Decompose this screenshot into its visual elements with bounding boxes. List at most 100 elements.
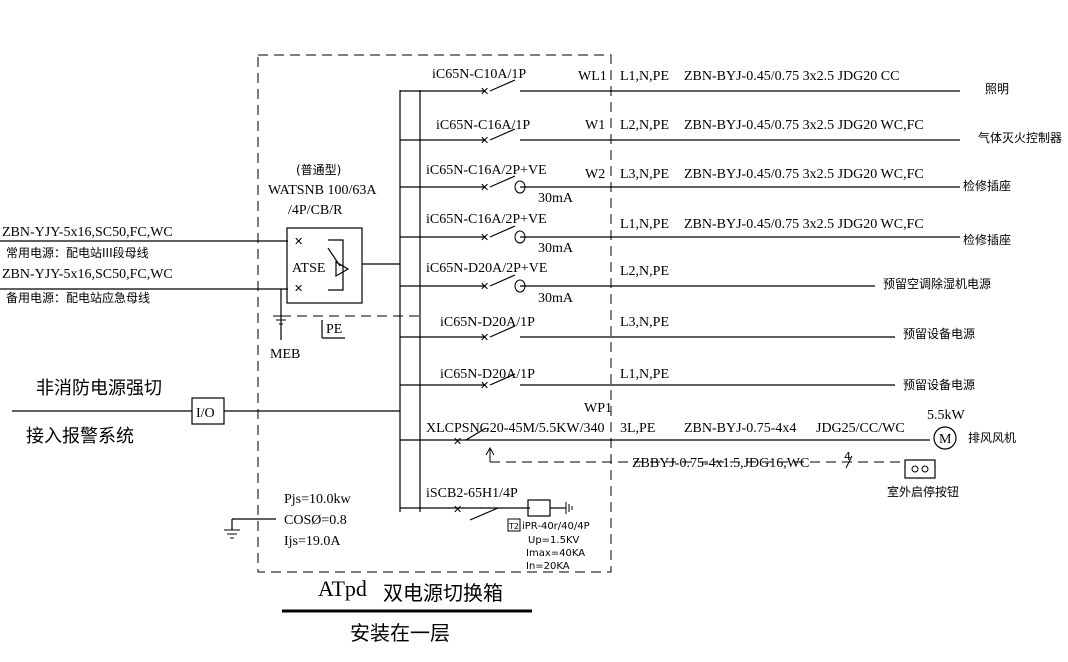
atse-type: (普通型) xyxy=(296,163,341,177)
fire-cutoff: 非消防电源强切 I/O 接入报警系统 xyxy=(12,378,400,447)
motor-id: WP1 xyxy=(584,401,612,416)
circuit-cable: ZBN-BYJ-0.45/0.75 3x2.5 JDG20 CC xyxy=(684,69,899,84)
install-location: 安装在一层 xyxy=(350,621,450,645)
panel-name: 双电源切换箱 xyxy=(383,581,503,605)
control-cable: ZBBYJ-0.75-4x1.5,JDG16,WC xyxy=(632,456,809,471)
atse-contact-bottom: ✕ xyxy=(294,282,303,295)
svg-text:✕: ✕ xyxy=(480,331,489,344)
circuit-load: 气体灭火控制器 xyxy=(978,130,1062,145)
ijs-value: Ijs=19.0A xyxy=(284,534,341,549)
svg-text:✕: ✕ xyxy=(480,85,489,98)
svg-text:✕: ✕ xyxy=(453,435,462,448)
motor-symbol-label: M xyxy=(939,432,952,447)
circuit-4: iC65N-C16A/2P+VE ✕ 30mA L1,N,PE ZBN-BYJ-… xyxy=(400,212,1011,256)
circuit-1: iC65N-C10A/1P ✕ WL1 L1,N,PE ZBN-BYJ-0.45… xyxy=(400,67,1009,98)
input-cable-backup: ZBN-YJY-5x16,SC50,FC,WC xyxy=(2,267,173,282)
input-desc-backup: 备用电源：配电站应急母线 xyxy=(6,290,150,305)
circuit-phase: L1,N,PE xyxy=(620,217,669,232)
atse-contact-top: ✕ xyxy=(294,235,303,248)
atse-label: ATSE xyxy=(292,261,325,276)
rcd-rating: 30mA xyxy=(538,241,574,256)
meb-label: MEB xyxy=(270,347,300,362)
spd-model: iPR-40r/40/4P xyxy=(522,521,590,532)
spd-in: In=20KA xyxy=(526,561,570,572)
pe-label: PE xyxy=(326,322,342,337)
circuit-phase: L1,N,PE xyxy=(620,367,669,382)
pjs-value: Pjs=10.0kw xyxy=(284,492,352,507)
circuit-7: iC65N-D20A/1P ✕ L1,N,PE 预留设备电源 xyxy=(400,367,975,392)
breaker-label: iC65N-C16A/1P xyxy=(436,118,530,133)
svg-text:✕: ✕ xyxy=(480,134,489,147)
circuit-id: W1 xyxy=(585,118,605,133)
control-mark: 4 xyxy=(844,450,851,463)
start-stop-button xyxy=(904,459,936,479)
grounding: MEB PE xyxy=(270,289,420,362)
breaker-label: iC65N-C16A/2P+VE xyxy=(426,212,547,227)
spd-imax: Imax=40KA xyxy=(526,548,585,559)
rcd-symbol xyxy=(514,180,526,194)
rcd-rating: 30mA xyxy=(538,191,574,206)
circuit-phase: L2,N,PE xyxy=(620,264,669,279)
atse-switch-symbol xyxy=(327,239,350,291)
motor-load: 排风风机 xyxy=(968,431,1016,445)
circuit-phase: L1,N,PE xyxy=(620,69,669,84)
circuit-phase: L2,N,PE xyxy=(620,118,669,133)
circuit-load: 检修插座 xyxy=(963,178,1011,193)
fire-text-1: 非消防电源强切 xyxy=(36,378,162,399)
svg-text:✕: ✕ xyxy=(480,379,489,392)
io-label: I/O xyxy=(196,406,215,421)
circuit-6: iC65N-D20A/1P ✕ L3,N,PE 预留设备电源 xyxy=(400,315,975,344)
spd-badge-box xyxy=(507,518,521,532)
rcd-rating: 30mA xyxy=(538,291,574,306)
atse-switch-box xyxy=(286,227,363,304)
spd-circuit: iSCB2-65H1/4P ✕ T2 iPR-40r/40/4P Up=1.5K… xyxy=(400,486,590,572)
button-label: 室外启停按钮 xyxy=(887,484,959,499)
circuit-load: 照明 xyxy=(985,82,1009,96)
motor-phase: 3L,PE xyxy=(620,421,655,436)
title-block: ATpd 双电源切换箱 安装在一层 xyxy=(282,576,532,645)
svg-text:✕: ✕ xyxy=(480,280,489,293)
circuit-load: 预留空调除湿机电源 xyxy=(883,276,991,291)
breaker-label: iC65N-C10A/1P xyxy=(432,67,526,82)
breaker-label: iC65N-D20A/1P xyxy=(440,315,535,330)
load-calculation: Pjs=10.0kw COSØ=0.8 Ijs=19.0A xyxy=(224,492,352,549)
svg-text:✕: ✕ xyxy=(480,181,489,194)
atse-model: WATSNB 100/63A xyxy=(268,183,377,198)
circuit-id: W2 xyxy=(585,167,605,182)
spd-breaker: iSCB2-65H1/4P xyxy=(426,486,518,501)
breaker-label: iC65N-C16A/2P+VE xyxy=(426,163,547,178)
atse-spec: /4P/CB/R xyxy=(288,203,343,218)
circuit-cable: ZBN-BYJ-0.45/0.75 3x2.5 JDG20 WC,FC xyxy=(684,217,924,232)
circuit-load: 预留设备电源 xyxy=(903,327,975,341)
motor-circuit: WP1 XLCPSNG20-45M/5.5KW/340 3L,PE ZBN-BY… xyxy=(400,401,1016,499)
breaker-label: iC65N-D20A/2P+VE xyxy=(426,261,547,276)
motor-cable: ZBN-BYJ-0.75-4x4 xyxy=(684,421,796,436)
fire-text-2: 接入报警系统 xyxy=(26,426,134,447)
circuit-load: 预留设备电源 xyxy=(903,378,975,392)
circuit-cable: ZBN-BYJ-0.45/0.75 3x2.5 JDG20 WC,FC xyxy=(684,167,924,182)
enclosure-boundary xyxy=(257,54,612,573)
circuit-5: iC65N-D20A/2P+VE ✕ 30mA L2,N,PE 预留空调除湿机电… xyxy=(400,261,991,306)
circuit-phase: L3,N,PE xyxy=(620,167,669,182)
circuit-phase: L3,N,PE xyxy=(620,315,669,330)
rcd-symbol xyxy=(514,279,526,293)
spd-symbol xyxy=(527,499,551,517)
input-desc-normal: 常用电源：配电站III段母线 xyxy=(6,245,149,260)
motor-breaker: XLCPSNG20-45M/5.5KW/340 xyxy=(426,421,605,436)
atse-block: (普通型) WATSNB 100/63A /4P/CB/R ATSE ✕ ✕ xyxy=(268,163,400,304)
motor-symbol xyxy=(933,426,957,450)
circuit-cable: ZBN-BYJ-0.45/0.75 3x2.5 JDG20 WC,FC xyxy=(684,118,924,133)
motor-conduit: JDG25/CC/WC xyxy=(816,421,905,436)
svg-text:✕: ✕ xyxy=(453,503,462,516)
spd-up: Up=1.5KV xyxy=(528,535,580,546)
svg-text:✕: ✕ xyxy=(480,231,489,244)
input-cable-normal: ZBN-YJY-5x16,SC50,FC,WC xyxy=(2,225,173,240)
panel-code: ATpd xyxy=(318,576,367,601)
circuit-2: iC65N-C16A/1P ✕ W1 L2,N,PE ZBN-BYJ-0.45/… xyxy=(400,118,1062,147)
cos-value: COSØ=0.8 xyxy=(284,513,347,528)
rcd-symbol xyxy=(514,230,526,244)
circuit-3: iC65N-C16A/2P+VE ✕ W2 30mA L3,N,PE ZBN-B… xyxy=(400,163,1011,206)
spd-badge: T2 xyxy=(508,522,519,531)
input-feeders: ZBN-YJY-5x16,SC50,FC,WC 常用电源：配电站III段母线 Z… xyxy=(0,225,288,305)
